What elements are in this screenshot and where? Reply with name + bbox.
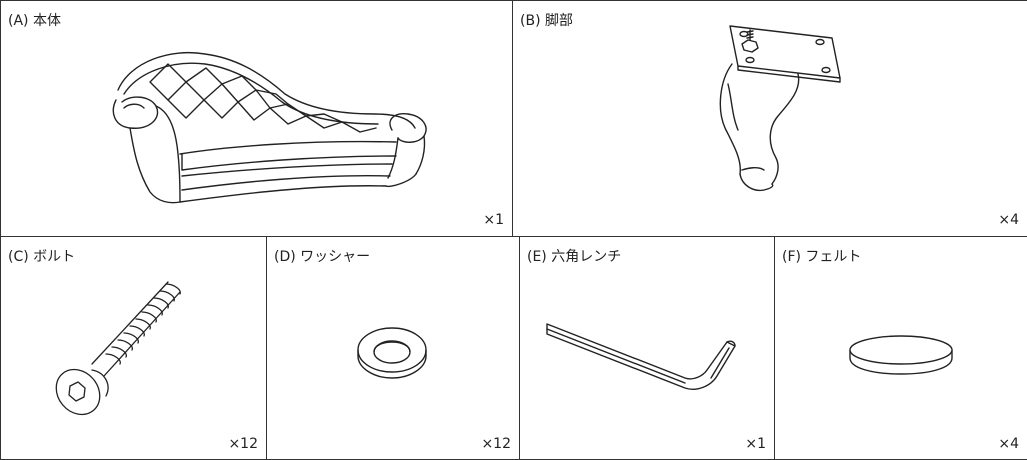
part-quantity: ×1 [483, 212, 504, 228]
sofa-icon [112, 51, 427, 204]
part-label: (F) フェルト [782, 249, 862, 265]
bolt-icon [55, 281, 181, 416]
part-cell-washer: (D) ワッシャー ×12 [266, 236, 519, 460]
part-quantity: ×4 [998, 436, 1019, 452]
part-cell-bolt: (C) ボルト [0, 236, 266, 460]
part-cell-body: (A) 本体 [0, 0, 512, 236]
part-label: (E) 六角レンチ [527, 249, 622, 265]
part-label: (D) ワッシャー [274, 249, 371, 265]
part-quantity: ×4 [998, 212, 1019, 228]
washer-icon [357, 327, 427, 379]
felt-pad-icon [849, 335, 953, 375]
part-cell-hex-wrench: (E) 六角レンチ ×1 [519, 236, 774, 460]
part-quantity: ×12 [228, 436, 258, 452]
leg-icon [719, 25, 841, 192]
part-cell-felt-pad: (F) フェルト ×4 [774, 236, 1027, 460]
hex-wrench-icon [546, 323, 736, 390]
part-label: (C) ボルト [8, 249, 76, 265]
part-cell-leg: (B) 脚部 [512, 0, 1027, 236]
part-label: (A) 本体 [8, 13, 61, 29]
part-quantity: ×12 [481, 436, 511, 452]
part-quantity: ×1 [745, 436, 766, 452]
part-label: (B) 脚部 [520, 13, 573, 29]
